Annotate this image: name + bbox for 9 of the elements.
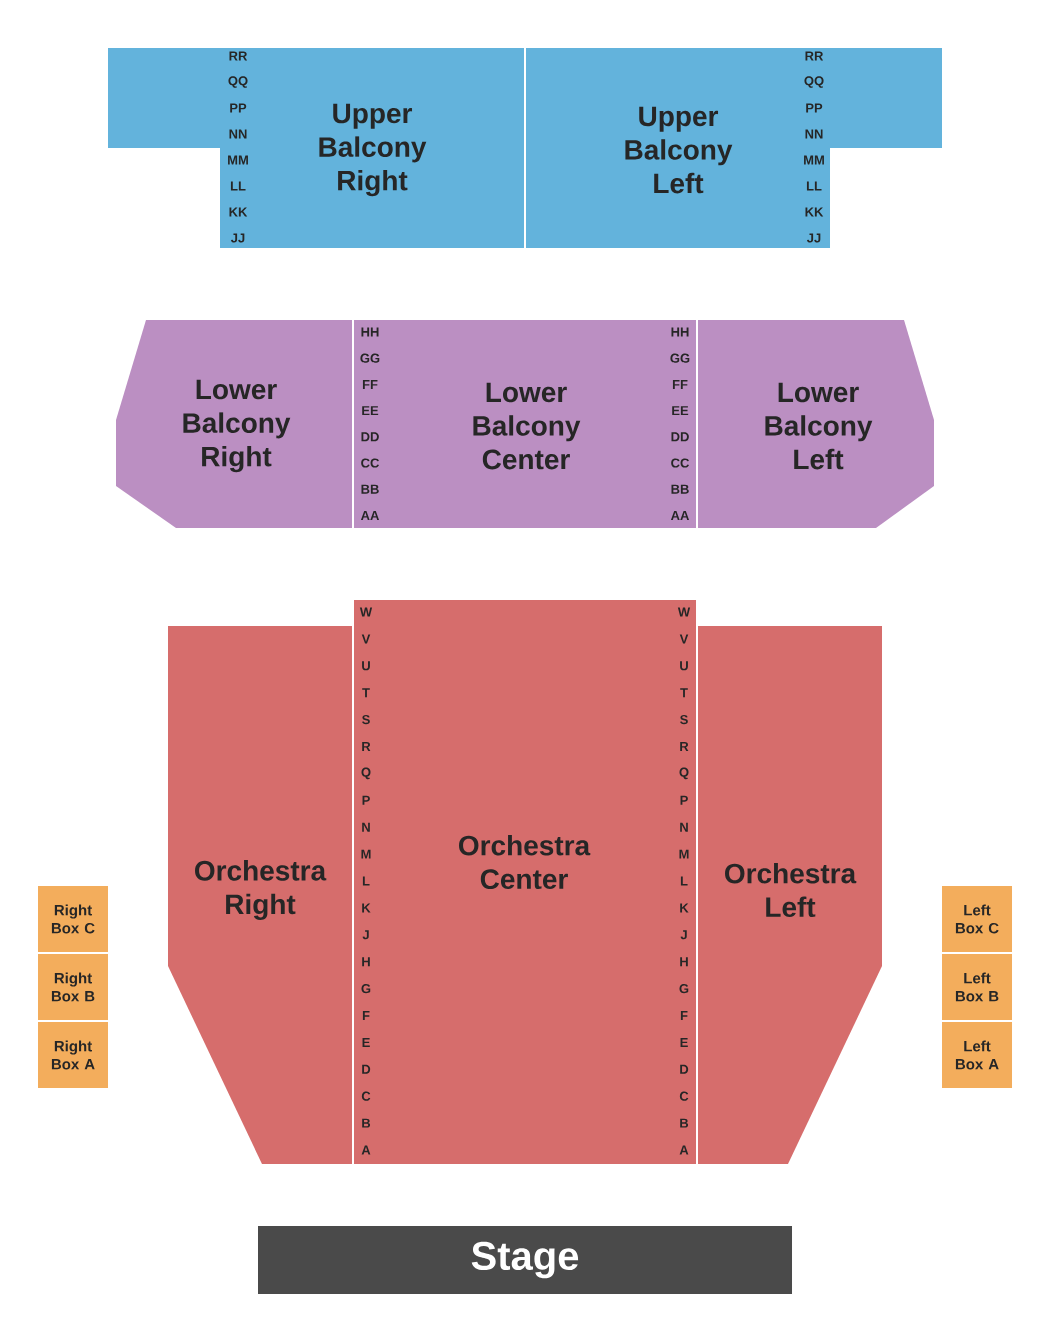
balcony-section: Lower Balcony Left [698, 320, 934, 528]
stage: Stage [258, 1226, 792, 1294]
node-label: Lower Balcony Left [765, 382, 873, 470]
node-label: Orchestra Left [725, 862, 857, 918]
orchestra-section: Orchestra Right [168, 626, 352, 1164]
node-label: Lower Balcony Right [183, 379, 291, 473]
orchestra-section: Orchestra Left [698, 626, 882, 1164]
balcony-section: Lower Balcony Right [116, 320, 352, 528]
node-label: Orchestra Right [195, 860, 327, 920]
